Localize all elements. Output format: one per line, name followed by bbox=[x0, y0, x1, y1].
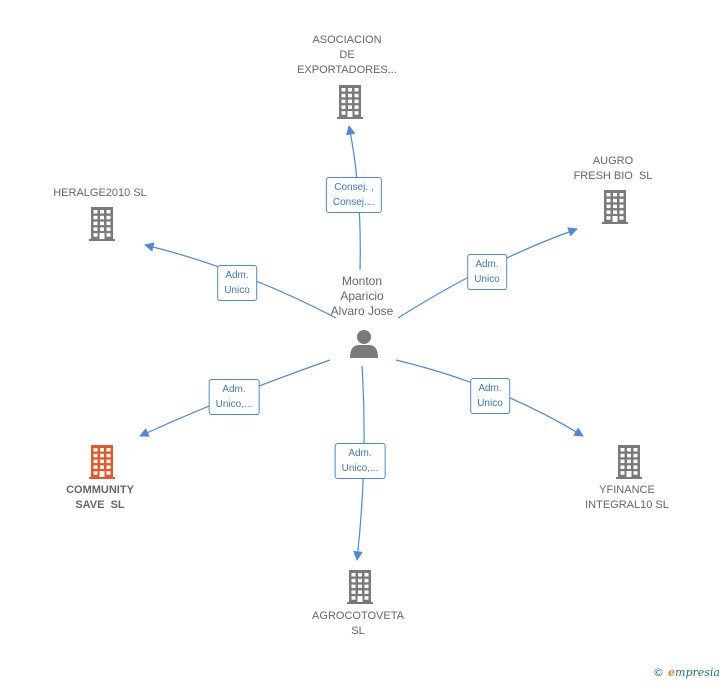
building-icon-augro[interactable] bbox=[602, 190, 628, 224]
company-name-agrocotoveta[interactable]: AGROCOTOVETA SL bbox=[312, 610, 404, 637]
brand-footer[interactable]: ©empresia bbox=[653, 666, 720, 679]
brand-name: mpresia bbox=[675, 666, 720, 679]
company-name-asociacion[interactable]: ASOCIACION DE EXPORTADORES... bbox=[297, 34, 397, 76]
person-icon[interactable] bbox=[350, 330, 378, 358]
person-name[interactable]: Monton Aparicio Alvaro Jose bbox=[330, 274, 394, 318]
building-icon-yfinance[interactable] bbox=[616, 445, 642, 479]
role-label-heralge[interactable]: Adm. Unico bbox=[217, 265, 257, 301]
brand-initial: e bbox=[668, 666, 676, 679]
company-name-yfinance[interactable]: YFINANCE INTEGRAL10 SL bbox=[585, 484, 669, 511]
company-name-augro[interactable]: AUGRO FRESH BIO SL bbox=[573, 155, 653, 182]
building-icon-agrocotoveta[interactable] bbox=[347, 570, 373, 604]
icons-layer bbox=[89, 85, 642, 604]
role-label-community[interactable]: Adm. Unico,... bbox=[208, 379, 260, 415]
building-icon-asociacion[interactable] bbox=[337, 85, 363, 119]
role-label-augro[interactable]: Adm. Unico bbox=[467, 254, 507, 290]
role-label-agrocotoveta[interactable]: Adm. Unico,... bbox=[334, 443, 386, 479]
role-label-yfinance[interactable]: Adm. Unico bbox=[470, 378, 510, 414]
company-name-heralge[interactable]: HERALGE2010 SL bbox=[53, 187, 147, 199]
building-icon-heralge[interactable] bbox=[89, 207, 115, 241]
role-label-asociacion[interactable]: Consej. , Consej.... bbox=[325, 177, 383, 213]
company-name-community[interactable]: COMMUNITY SAVE SL bbox=[66, 484, 134, 511]
copyright-symbol: © bbox=[653, 666, 665, 679]
building-icon-community[interactable] bbox=[89, 445, 115, 479]
